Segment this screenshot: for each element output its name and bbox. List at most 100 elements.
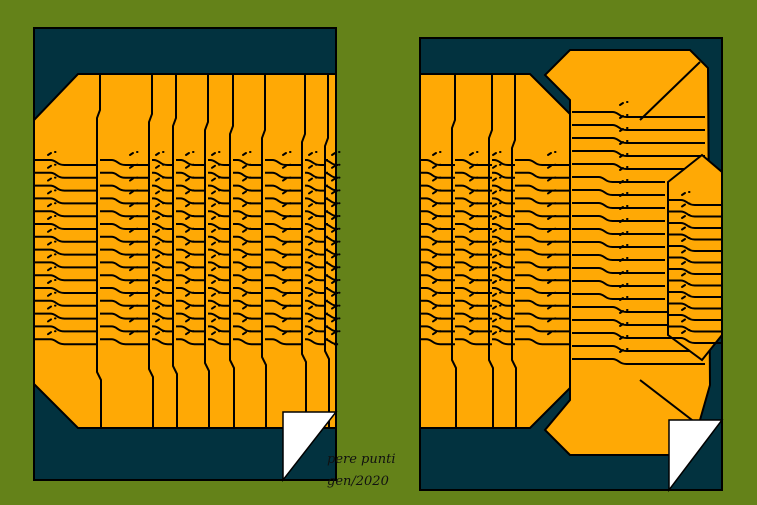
trace-wave [492, 159, 515, 166]
dot-mark [681, 214, 691, 219]
dot-mark [185, 176, 195, 182]
trace-wave [492, 235, 515, 243]
dot-mark [185, 279, 195, 284]
dot-mark [282, 189, 292, 195]
trace-wave [100, 287, 150, 294]
trace-wave [492, 312, 515, 320]
dot-mark [469, 227, 479, 233]
trace-wave [492, 274, 515, 282]
dot-mark [432, 240, 442, 246]
trace-wave [100, 223, 150, 230]
dot-mark [155, 279, 165, 284]
trace-wave [572, 345, 705, 352]
trace-wave [100, 197, 150, 205]
trace-wave [492, 171, 515, 179]
trace-wave [34, 287, 98, 294]
trace-wave [515, 184, 570, 192]
dot-mark [155, 215, 165, 220]
trace-wave [208, 274, 231, 282]
dot-mark [185, 266, 195, 272]
trace-wave [572, 280, 665, 287]
dot-mark [331, 304, 341, 310]
dot-mark [282, 291, 292, 297]
dot-mark [47, 253, 57, 259]
dot-mark [185, 317, 195, 323]
trace-wave [492, 287, 515, 294]
trace-wave [455, 210, 492, 218]
trace-wave [208, 325, 231, 333]
dot-mark [242, 266, 252, 272]
dot-mark [185, 304, 195, 310]
trace-wave [208, 210, 231, 218]
dot-mark [331, 202, 341, 208]
trace-wave [305, 261, 326, 269]
dot-mark [47, 151, 57, 156]
trace-wave [208, 312, 231, 320]
dot-mark [492, 291, 502, 297]
trace-wave [305, 184, 326, 192]
dot-mark [331, 189, 341, 195]
dot-mark [681, 248, 691, 254]
trace-wave [152, 171, 174, 179]
trace-wave [492, 338, 515, 346]
dot-mark [282, 279, 292, 284]
dot-mark [211, 240, 221, 246]
column-divider [301, 74, 307, 428]
dot-mark [185, 330, 195, 336]
trace-wave [305, 223, 326, 230]
trace-wave [668, 325, 722, 333]
diagonal-edge [639, 61, 701, 121]
trace-wave [420, 338, 455, 346]
dot-mark [469, 240, 479, 246]
trace-wave [572, 150, 705, 157]
dot-mark [282, 266, 292, 272]
dot-mark [492, 202, 502, 208]
dot-mark [681, 317, 691, 323]
dot-mark [469, 253, 479, 259]
trace-wave [668, 291, 722, 298]
trace-wave [492, 261, 515, 269]
trace-wave [100, 184, 150, 192]
dot-mark [308, 215, 318, 220]
dot-mark [469, 266, 479, 272]
dot-mark [211, 304, 221, 310]
dot-mark [308, 304, 318, 310]
trace-wave [34, 210, 98, 218]
trace-wave [668, 337, 722, 344]
dot-mark [47, 266, 57, 272]
trace-wave [515, 261, 570, 269]
dot-mark [242, 176, 252, 182]
dot-mark [155, 253, 165, 259]
trace-wave [515, 210, 570, 218]
dot-mark [129, 279, 139, 284]
dot-mark [331, 317, 341, 323]
trace-wave [34, 312, 98, 320]
trace-wave [515, 299, 570, 307]
dot-mark [619, 296, 629, 301]
dot-mark [242, 227, 252, 233]
dot-mark [492, 151, 502, 156]
trace-wave [572, 215, 665, 222]
dot-mark [492, 317, 502, 323]
trace-wave [572, 124, 705, 131]
dot-mark [129, 176, 139, 182]
trace-wave [305, 210, 326, 218]
signature-author: pere punti [327, 452, 396, 467]
dot-mark [47, 189, 57, 195]
dot-mark [331, 151, 341, 156]
dot-mark [331, 215, 341, 220]
dot-mark [492, 253, 502, 259]
dot-mark [331, 240, 341, 246]
dot-mark [282, 215, 292, 220]
trace-wave [152, 197, 174, 205]
dot-mark [681, 191, 691, 196]
dot-mark [619, 140, 629, 145]
trace-wave [305, 248, 326, 256]
trace-wave [305, 197, 326, 205]
trace-wave [100, 235, 150, 243]
dot-mark [681, 306, 691, 311]
dot-mark [619, 101, 629, 106]
trace-wave [515, 197, 570, 205]
dot-mark [47, 163, 57, 169]
dot-mark [619, 205, 629, 210]
